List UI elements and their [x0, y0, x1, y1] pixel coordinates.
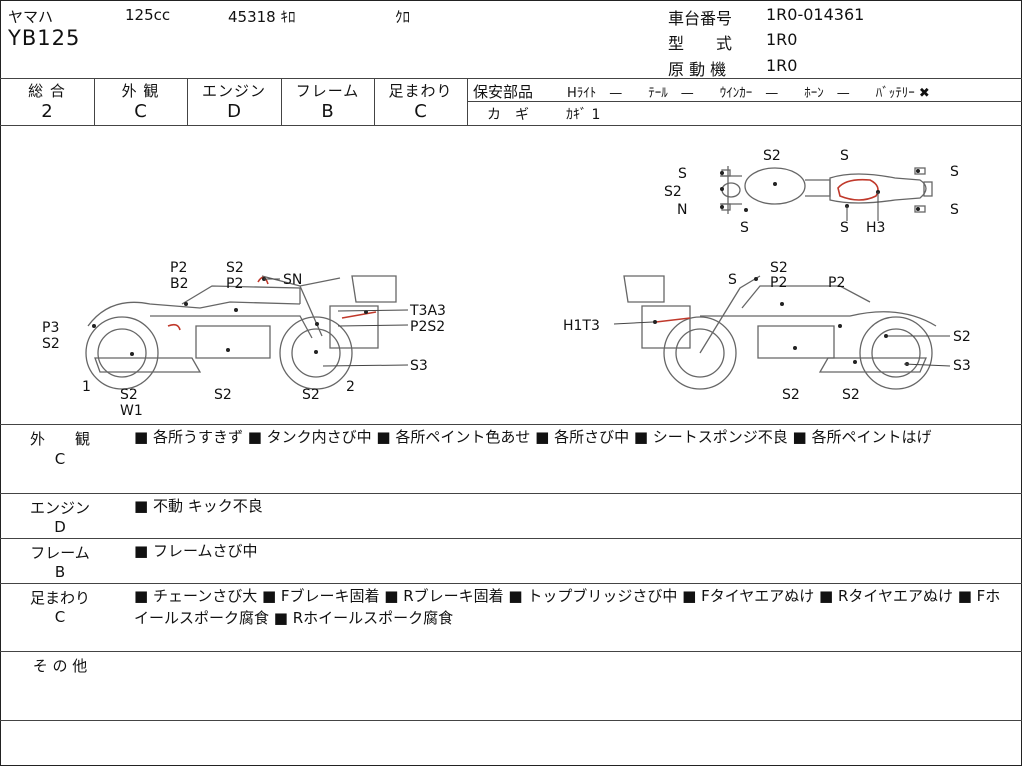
diag-label: P2 [770, 275, 787, 291]
remark-grade-frame: B [54, 563, 66, 581]
diag-label: S2 [120, 387, 138, 403]
remark-title-exterior: 外 観 [29, 430, 90, 448]
grade-label-overall: 総 合 [28, 82, 66, 100]
engine-label: 原 動 機 [668, 60, 727, 79]
key-value: ｶｷﾞ 1 [566, 107, 601, 123]
grade-label-engine: エンジン [201, 82, 266, 100]
diag-label: S [740, 220, 749, 236]
divider [0, 493, 1022, 494]
diag-label: S [678, 166, 687, 182]
divider [0, 583, 1022, 584]
grade-overall: 2 [41, 101, 53, 122]
diag-label: S2 [770, 260, 788, 276]
diag-label: P2 [226, 276, 243, 292]
remark-text-exterior: ■ 各所うすきず ■ タンク内さび中 ■ 各所ペイント色あせ ■ 各所さび中 ■… [134, 428, 932, 446]
left-view-bike [85, 275, 397, 390]
grade-label-frame: フレーム [295, 82, 360, 100]
safety-label: 保安部品 [473, 83, 534, 101]
diag-label: P2S2 [410, 319, 445, 335]
grade-exterior: C [134, 101, 147, 122]
diag-label: P2 [828, 275, 845, 291]
grade-label-suspension: 足まわり [388, 82, 453, 100]
divider [467, 78, 468, 125]
diag-label: S2 [763, 148, 781, 164]
diag-label: SN [283, 272, 302, 288]
divider [0, 538, 1022, 539]
frame-no-label: 車台番号 [668, 9, 733, 28]
remark-title-suspension: 足まわり [29, 589, 90, 607]
engine-value: 1R0 [766, 56, 798, 75]
type-value: 1R0 [766, 30, 798, 49]
diag-label: P2 [170, 260, 187, 276]
diag-label: S2 [226, 260, 244, 276]
damage-diagram: S2 S S S2 N S S S S H3 P2 B2 S2 P2 SN T3… [42, 148, 971, 419]
color: ｸﾛ [395, 8, 411, 26]
divider [94, 78, 95, 125]
diag-label: S2 [782, 387, 800, 403]
remark-text-frame: ■ フレームさび中 [134, 542, 258, 560]
divider [467, 101, 1022, 102]
mileage: 45318 ｷﾛ [228, 8, 296, 26]
diag-label: S [840, 220, 849, 236]
divider [0, 424, 1022, 425]
remark-grade-suspension: C [54, 608, 66, 626]
damage-mark-left-box [341, 311, 377, 319]
divider [281, 78, 282, 125]
diag-label: 1 [82, 379, 91, 395]
maker: ヤマハ [8, 8, 54, 26]
divider [374, 78, 375, 125]
divider [0, 651, 1022, 652]
diag-label: B2 [170, 276, 189, 292]
diag-label: S2 [42, 336, 60, 352]
divider [0, 78, 1022, 79]
diag-label: S2 [953, 329, 971, 345]
remark-grade-exterior: C [54, 450, 66, 468]
diag-label: N [677, 202, 687, 218]
diag-label: S3 [953, 358, 971, 374]
damage-mark-right-box [655, 317, 691, 323]
diag-label: 2 [346, 379, 355, 395]
grade-suspension: C [414, 101, 427, 122]
diag-label: S [950, 202, 959, 218]
right-view-bike [623, 275, 937, 390]
diag-label: W1 [120, 403, 143, 419]
diag-label: S [950, 164, 959, 180]
remark-title-engine: エンジン [29, 499, 90, 517]
damage-mark-left-p [167, 323, 181, 331]
divider [0, 125, 1022, 126]
top-view-bike [720, 166, 933, 214]
remark-text-engine: ■ 不動 キック不良 [134, 497, 263, 515]
key-label: カ ギ [487, 107, 529, 123]
diag-label: H1T3 [563, 318, 600, 334]
diag-label: S [728, 272, 737, 288]
model: YB125 [8, 26, 81, 50]
type-label: 型 式 [668, 34, 733, 53]
diag-label: H3 [866, 220, 885, 236]
diag-label: T3A3 [409, 303, 446, 319]
diag-label: S2 [664, 184, 682, 200]
diag-label: S2 [302, 387, 320, 403]
diag-label: S [840, 148, 849, 164]
remark-title-other: そ の 他 [32, 657, 88, 675]
remark-grade-engine: D [54, 518, 66, 536]
diag-label: S3 [410, 358, 428, 374]
safety-items: Hﾗｲﾄ — ﾃｰﾙ — ｳｲﾝｶｰ — ﾎｰﾝ — ﾊﾞｯﾃﾘｰ ✖ [567, 86, 930, 101]
grade-engine: D [227, 101, 241, 122]
diag-label: S2 [842, 387, 860, 403]
grade-label-exterior: 外 観 [121, 82, 160, 100]
diag-label: S2 [214, 387, 232, 403]
displacement: 125cc [125, 6, 171, 24]
frame-no: 1R0-014361 [766, 5, 865, 24]
divider [187, 78, 188, 125]
remark-title-frame: フレーム [30, 544, 90, 562]
remark-text-suspension: ■ チェーンさび大 ■ Fブレーキ固着 ■ Rブレーキ固着 ■ トップブリッジさ… [134, 587, 1001, 627]
divider [0, 720, 1022, 721]
grade-frame: B [321, 101, 334, 122]
damage-mark-tank [837, 178, 879, 201]
diag-label: P3 [42, 320, 59, 336]
